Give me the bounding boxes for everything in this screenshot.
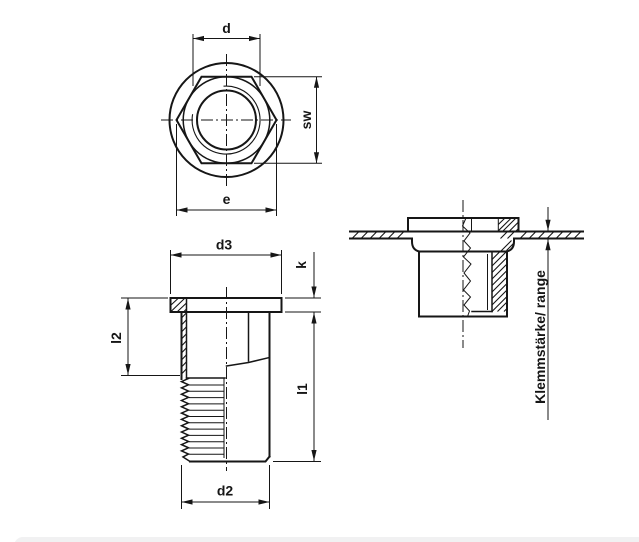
top-view: d sw e [161, 20, 322, 216]
thread-crest-lines [189, 384, 224, 455]
dim-label-l2: l2 [108, 332, 124, 344]
dim-d-extension-lines [192, 34, 261, 86]
grip-range-label: Klemmstärke/ range [532, 270, 548, 404]
card-bottom-edge [14, 537, 639, 542]
thread-profile-zigzag [179, 377, 192, 463]
dim-label-e: e [223, 191, 231, 207]
flange-bore-edges [471, 218, 499, 232]
dim-k-extension-lines [285, 297, 321, 313]
dim-label-k: k [293, 261, 309, 269]
chamfer-circle [182, 75, 271, 165]
dim-label-d3: d3 [216, 237, 233, 253]
wall-section-hatch [181, 312, 187, 375]
break-line [461, 217, 472, 317]
side-view: d3 k l1 l2 d2 [108, 237, 321, 509]
dim-e-extension-lines [176, 124, 277, 216]
flange-section-hatch [497, 218, 519, 239]
installed-view: Klemmstärke/ range [349, 200, 584, 420]
sheet-edges [349, 230, 584, 240]
dim-label-sw: sw [298, 111, 314, 130]
dim-l2-extension-lines [121, 297, 180, 376]
flange-section-hatch [170, 298, 187, 312]
hex-bottom-transition [225, 356, 271, 367]
bulge-section-hatch [500, 240, 515, 252]
dim-label-d: d [222, 20, 231, 36]
body-bottom-edge [189, 455, 271, 463]
dim-label-l1: l1 [294, 383, 310, 395]
wall-section-hatch [491, 251, 508, 312]
dim-label-d2: d2 [217, 483, 234, 499]
flange-circle [168, 62, 285, 178]
flange-outline [407, 217, 520, 233]
thread-arc [191, 85, 261, 155]
hexagon-outline [175, 75, 278, 165]
flange-outline [169, 297, 283, 313]
dim-sw-extension-lines [254, 76, 322, 164]
thread-hole-circle [196, 89, 257, 151]
sheet-hatch [351, 231, 582, 239]
